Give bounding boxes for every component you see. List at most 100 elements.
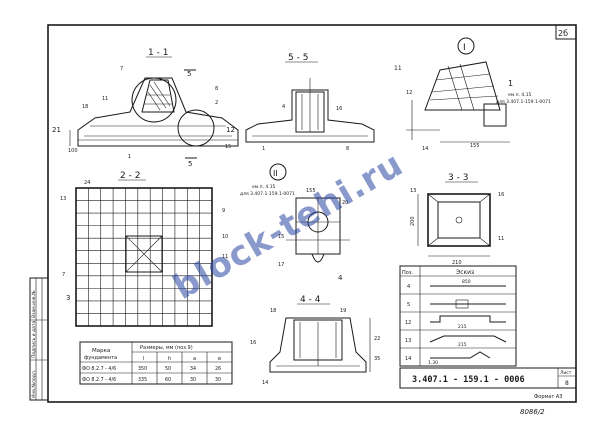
view-5-5-title: 5 - 5: [288, 53, 308, 63]
dim-155-a: 155: [470, 143, 480, 149]
view-II-title: II: [273, 169, 278, 178]
label-1a: 1: [128, 154, 131, 160]
view-I-title: I: [463, 43, 466, 53]
sketch-pos-4: 14: [405, 356, 411, 362]
view-I: I 155 1 ем.п. 4.15 для 3.407.1-159.1-007…: [394, 37, 551, 152]
marks-header-1b: фундамента: [84, 355, 117, 361]
stamp-cell-3: Инв.№подл.: [31, 370, 37, 398]
view-3-3: 3 - 3 200 210 13 16 11: [410, 173, 504, 266]
label-7a: 7: [120, 66, 123, 72]
label-11c: 11: [394, 65, 402, 72]
label-13f: 13: [410, 188, 416, 194]
label-1b: 1: [262, 146, 265, 152]
sheet-number: 8: [565, 380, 569, 387]
label-16f: 16: [498, 192, 504, 198]
marks-sub-l: l: [143, 356, 144, 362]
label-8b: 8: [346, 146, 349, 152]
marks-row1-v2: 34: [190, 366, 196, 372]
dim-200-f: 200: [410, 216, 416, 226]
sketch-dim-4: 1.30: [428, 360, 438, 366]
label-12c: 12: [406, 90, 412, 96]
marks-sub-b: в: [218, 356, 221, 362]
label-18a: 18: [82, 104, 88, 110]
label-14g: 14: [262, 380, 268, 386]
footer-number: 8086/2: [520, 408, 545, 416]
label-2a: 2: [215, 100, 218, 106]
sketch-pos-0: 4: [407, 284, 410, 290]
label-18g: 18: [270, 308, 276, 314]
label-16g: 16: [250, 340, 256, 346]
marks-header-1: Марка: [92, 348, 110, 354]
cut-5-bottom: 5: [188, 160, 192, 168]
ref-note-2b: для 3.407.1-159.1-0071: [240, 191, 295, 197]
view-3-3-title: 3 - 3: [448, 173, 468, 183]
label-11a: 11: [102, 96, 108, 102]
sketch-pos-2: 12: [405, 320, 411, 326]
ref-note-2: ем.п. 4.15: [252, 184, 276, 190]
label-20e: 20: [342, 200, 348, 206]
label-15a: 15: [225, 144, 231, 150]
sketch-title: Эскиз: [456, 269, 474, 276]
corner-code: 2б: [558, 29, 568, 38]
marks-header-2: Размеры, мм (поз.9): [140, 345, 193, 351]
label-35g: 35: [374, 356, 380, 362]
label-8a: 8: [215, 86, 218, 92]
dim-100-a: 100: [68, 148, 78, 154]
label-16b: 16: [336, 106, 342, 112]
label-1-5: 1: [508, 79, 513, 88]
sketch-table: Поз. Эскиз 4 5 12 13 14 850 215 215 1.30: [399, 265, 517, 367]
view-II: II ем.п. 4.15 для 3.407.1-159.1-0071 15 …: [240, 163, 350, 282]
sheet-label: Лист: [560, 370, 572, 376]
sketch-pos-1: 5: [407, 302, 410, 308]
label-17e: 17: [278, 262, 284, 268]
stamp-cell-1: Взам.инв.№: [31, 290, 37, 318]
stamp-cell-2: Подпись и дата: [31, 320, 37, 358]
sketch-dim-0: 850: [462, 279, 471, 285]
dim-210-f: 210: [452, 260, 462, 266]
cut-4-e: 4: [338, 274, 343, 282]
view-5-5: 5 - 5 12 16 4 8 1: [226, 53, 375, 152]
marks-row2-v1: 60: [165, 377, 171, 383]
label-11d: 11: [222, 254, 228, 260]
sketch-dim-2: 215: [458, 324, 467, 330]
label-15e: 15: [278, 234, 284, 240]
marks-sub-a: a: [193, 356, 196, 362]
doc-code: 3.407.1 - 159.1 - 0006: [412, 375, 525, 385]
sketch-dim-3: 215: [458, 342, 467, 348]
sheet-frame: [47, 24, 577, 403]
marks-row1-v0: 350: [138, 366, 147, 372]
marks-row2-v2: 30: [190, 377, 196, 383]
view-1-1: 1 - 1 100 21 7 11 18 8 2 1 15 5 5: [52, 48, 239, 168]
sketch-col-pos: Поз.: [402, 270, 413, 276]
side-stamp: Взам.инв.№ Подпись и дата Инв.№подл.: [29, 277, 49, 401]
cut-5-top: 5: [187, 70, 191, 78]
view-4-4-title: 4 - 4: [300, 295, 321, 305]
marks-row2-v0: 335: [138, 377, 147, 383]
format-label: Формат А3: [534, 394, 562, 400]
marks-row2-mark: ФО 8.2.7 - 4/6: [82, 377, 116, 383]
title-block: 3.407.1 - 159.1 - 0006 Лист 8: [399, 367, 577, 389]
label-7d: 7: [62, 272, 65, 278]
marks-row1-v3: 26: [215, 366, 221, 372]
marks-row1-v1: 50: [165, 366, 171, 372]
label-22g: 22: [374, 336, 380, 342]
plan-grid: [76, 188, 212, 326]
label-4b: 4: [282, 104, 285, 110]
marks-sub-h: h: [168, 356, 171, 362]
dim-155-e: 155: [306, 188, 316, 194]
label-24d: 24: [84, 180, 90, 186]
marks-row2-v3: 30: [215, 377, 221, 383]
view-2-2-title: 2 - 2: [120, 171, 140, 181]
label-9d: 9: [222, 208, 225, 214]
label-11f: 11: [498, 236, 504, 242]
view-4-4: 4 - 4 18 19 16 22 35 14: [250, 295, 380, 386]
ref-note-1b: для 3.407.1-159.1-0071: [496, 99, 551, 105]
label-14c: 14: [422, 146, 428, 152]
marks-table: Марка фундамента Размеры, мм (поз.9) l h…: [79, 341, 233, 385]
label-3d: 3: [66, 294, 70, 302]
marks-row1-mark: ФО 8.2.7 - 4/6: [82, 366, 116, 372]
label-12b: 12: [226, 126, 235, 134]
view-2-2: 2 - 2 13 10 11 7 3 9 24: [60, 171, 228, 327]
sketch-pos-3: 13: [405, 338, 411, 344]
